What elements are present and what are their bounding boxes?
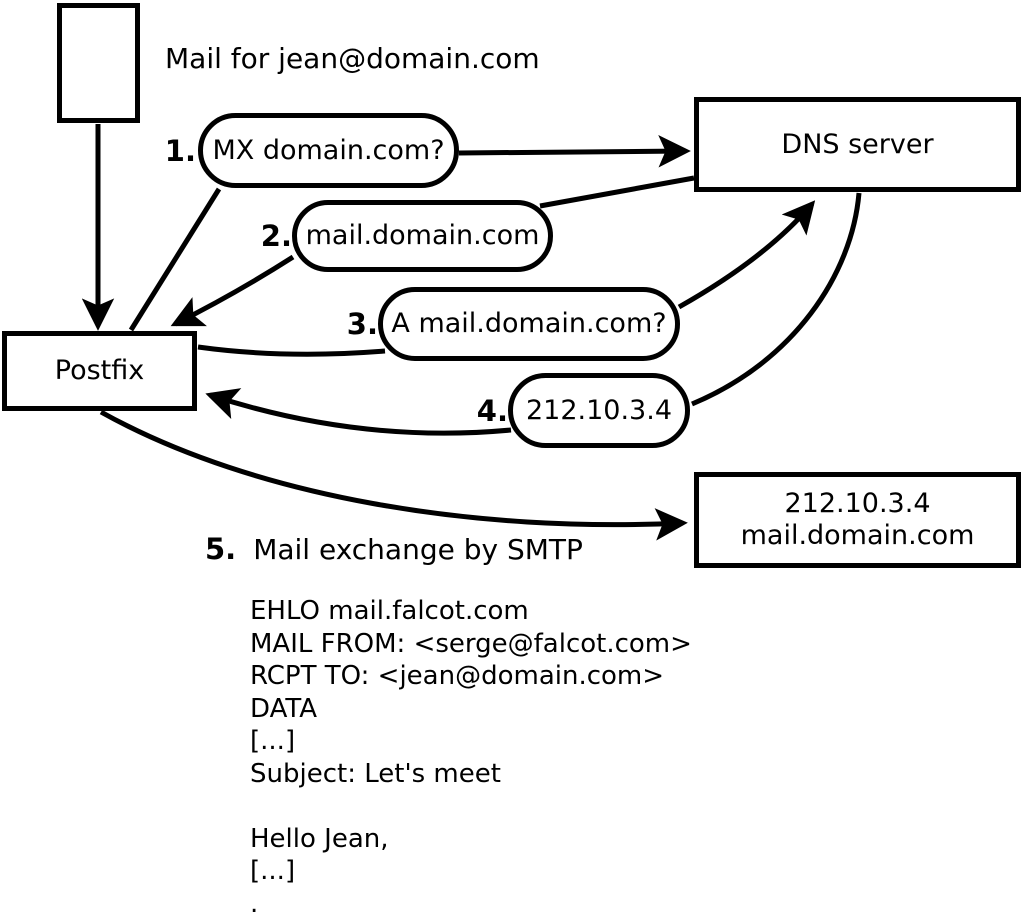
step-1-query-pill: MX domain.com? — [198, 113, 459, 188]
smtp-line: Subject: Let's meet — [250, 759, 692, 792]
step-3-number: 3. — [322, 287, 378, 361]
mail-server-ip: 212.10.3.4 — [785, 488, 931, 520]
line-dns-to-answer4 — [692, 193, 859, 404]
smtp-line: EHLO mail.falcot.com — [250, 596, 692, 629]
step-4-answer-pill: 212.10.3.4 — [508, 373, 690, 448]
line-dns-to-answer2 — [540, 178, 694, 206]
dns-server-label: DNS server — [781, 129, 933, 160]
step-3-query-label: A mail.domain.com? — [391, 308, 666, 339]
postfix-label: Postfix — [55, 355, 144, 386]
step-4-answer-label: 212.10.3.4 — [526, 395, 672, 426]
step-1-query-label: MX domain.com? — [212, 135, 444, 166]
smtp-line: RCPT TO: <jean@domain.com> — [250, 661, 692, 694]
smtp-line: DATA — [250, 694, 692, 727]
step-5-caption: 5. Mail exchange by SMTP — [205, 532, 583, 566]
mail-envelope-shape — [57, 3, 140, 123]
smtp-session-text: EHLO mail.falcot.com MAIL FROM: <serge@f… — [250, 596, 692, 921]
smtp-line: [...] — [250, 726, 692, 759]
step-2-answer-label: mail.domain.com — [306, 220, 540, 251]
mail-for-label: Mail for jean@domain.com — [165, 42, 540, 75]
step-2-number: 2. — [236, 200, 292, 272]
smtp-line: Hello Jean, — [250, 824, 692, 857]
mail-server-hostname: mail.domain.com — [741, 520, 975, 552]
step-1-number: 1. — [140, 113, 196, 188]
smtp-line: [...] — [250, 856, 692, 889]
step-5-number: 5. — [205, 532, 236, 566]
step-5-label: Mail exchange by SMTP — [253, 533, 583, 566]
smtp-line — [250, 791, 692, 824]
smtp-line: . — [250, 889, 692, 921]
arrow-query1-to-dns — [459, 151, 686, 153]
step-2-answer-pill: mail.domain.com — [292, 200, 553, 272]
smtp-line: MAIL FROM: <serge@falcot.com> — [250, 629, 692, 662]
arrow-query3-to-dns — [679, 204, 812, 307]
step-4-number: 4. — [452, 373, 508, 448]
dns-server-node: DNS server — [694, 97, 1021, 192]
step-3-query-pill: A mail.domain.com? — [378, 287, 680, 361]
mail-server-node: 212.10.3.4 mail.domain.com — [694, 472, 1021, 568]
postfix-node: Postfix — [2, 331, 197, 411]
